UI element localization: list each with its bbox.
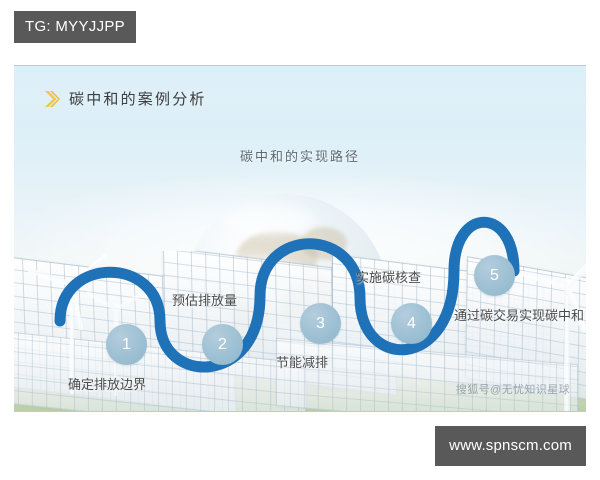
tg-watermark-tag: TG: MYYJJPP (14, 11, 136, 43)
step-node-1[interactable]: 1 (106, 324, 147, 365)
slide-header-band (14, 66, 586, 128)
step-label-3: 节能减排 (276, 355, 329, 370)
roadmap-path (54, 216, 520, 373)
step-node-5[interactable]: 5 (474, 255, 515, 296)
step-number: 2 (218, 335, 227, 353)
presentation-slide: 1 确定排放边界 2 预估排放量 3 节能减排 4 实施碳核查 5 通过碳交易实… (14, 65, 586, 412)
turbine-mast (69, 282, 75, 394)
step-number: 1 (122, 335, 131, 353)
globe-cloud (223, 206, 314, 236)
step-node-4[interactable]: 4 (391, 303, 432, 344)
solar-panel-field (14, 251, 586, 411)
wind-turbine-icon (517, 242, 586, 411)
step-node-3[interactable]: 3 (300, 303, 341, 344)
step-number: 4 (407, 314, 416, 332)
slide-title-row: 碳中和的案例分析 (44, 90, 207, 108)
step-label-2: 预估排放量 (172, 293, 238, 308)
turbine-mast (564, 284, 570, 411)
slide-subtitle: 碳中和的实现路径 (239, 149, 360, 164)
step-label-1: 确定排放边界 (68, 377, 147, 392)
page-title: 碳中和的案例分析 (69, 90, 207, 108)
step-label-4: 实施碳核查 (356, 270, 422, 285)
step-number: 5 (490, 266, 499, 284)
chevron-right-icon (45, 91, 60, 107)
site-url-tag: www.spnscm.com (435, 426, 586, 466)
step-label-5: 通过碳交易实现碳中和 (454, 308, 585, 323)
step-node-2[interactable]: 2 (202, 324, 243, 365)
source-watermark: 搜狐号@无忧知识星球 (455, 384, 570, 396)
step-number: 3 (316, 314, 325, 332)
